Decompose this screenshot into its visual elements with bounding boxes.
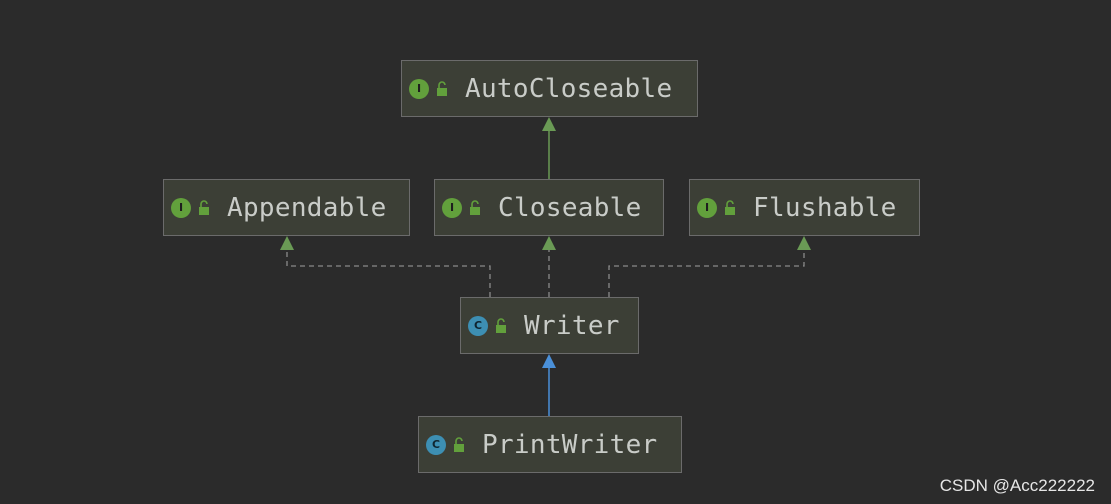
node-label: Writer	[524, 310, 620, 341]
unlocked-icon	[199, 199, 209, 215]
unlocked-icon	[437, 80, 447, 96]
node-label: AutoCloseable	[465, 73, 673, 104]
unlocked-icon	[454, 436, 464, 452]
node-closeable[interactable]: I Closeable	[434, 179, 664, 236]
edge-writer-appendable	[286, 250, 491, 297]
node-label: Closeable	[498, 192, 642, 223]
node-autocloseable[interactable]: I AutoCloseable	[401, 60, 698, 117]
node-label: Appendable	[227, 192, 387, 223]
node-flushable[interactable]: I Flushable	[689, 179, 920, 236]
watermark: CSDN @Acc222222	[939, 476, 1095, 495]
edge-writer-flushable	[608, 250, 805, 297]
interface-icon: I	[442, 197, 462, 218]
node-writer[interactable]: C Writer	[460, 297, 639, 354]
interface-icon: I	[409, 78, 429, 99]
interface-icon: I	[171, 197, 191, 218]
node-label: PrintWriter	[482, 429, 658, 460]
node-label: Flushable	[753, 192, 897, 223]
abstract-class-icon: C	[468, 315, 488, 336]
node-appendable[interactable]: I Appendable	[163, 179, 410, 236]
class-icon: C	[426, 434, 446, 455]
arrowhead-autocloseable	[542, 117, 556, 131]
node-printwriter[interactable]: C PrintWriter	[418, 416, 682, 473]
arrowhead-closeable	[542, 236, 556, 250]
interface-icon: I	[697, 197, 717, 218]
unlocked-icon	[496, 317, 506, 333]
arrowhead-flushable	[797, 236, 811, 250]
arrowhead-writer	[542, 354, 556, 368]
arrowhead-appendable	[280, 236, 294, 250]
unlocked-icon	[725, 199, 735, 215]
unlocked-icon	[470, 199, 480, 215]
